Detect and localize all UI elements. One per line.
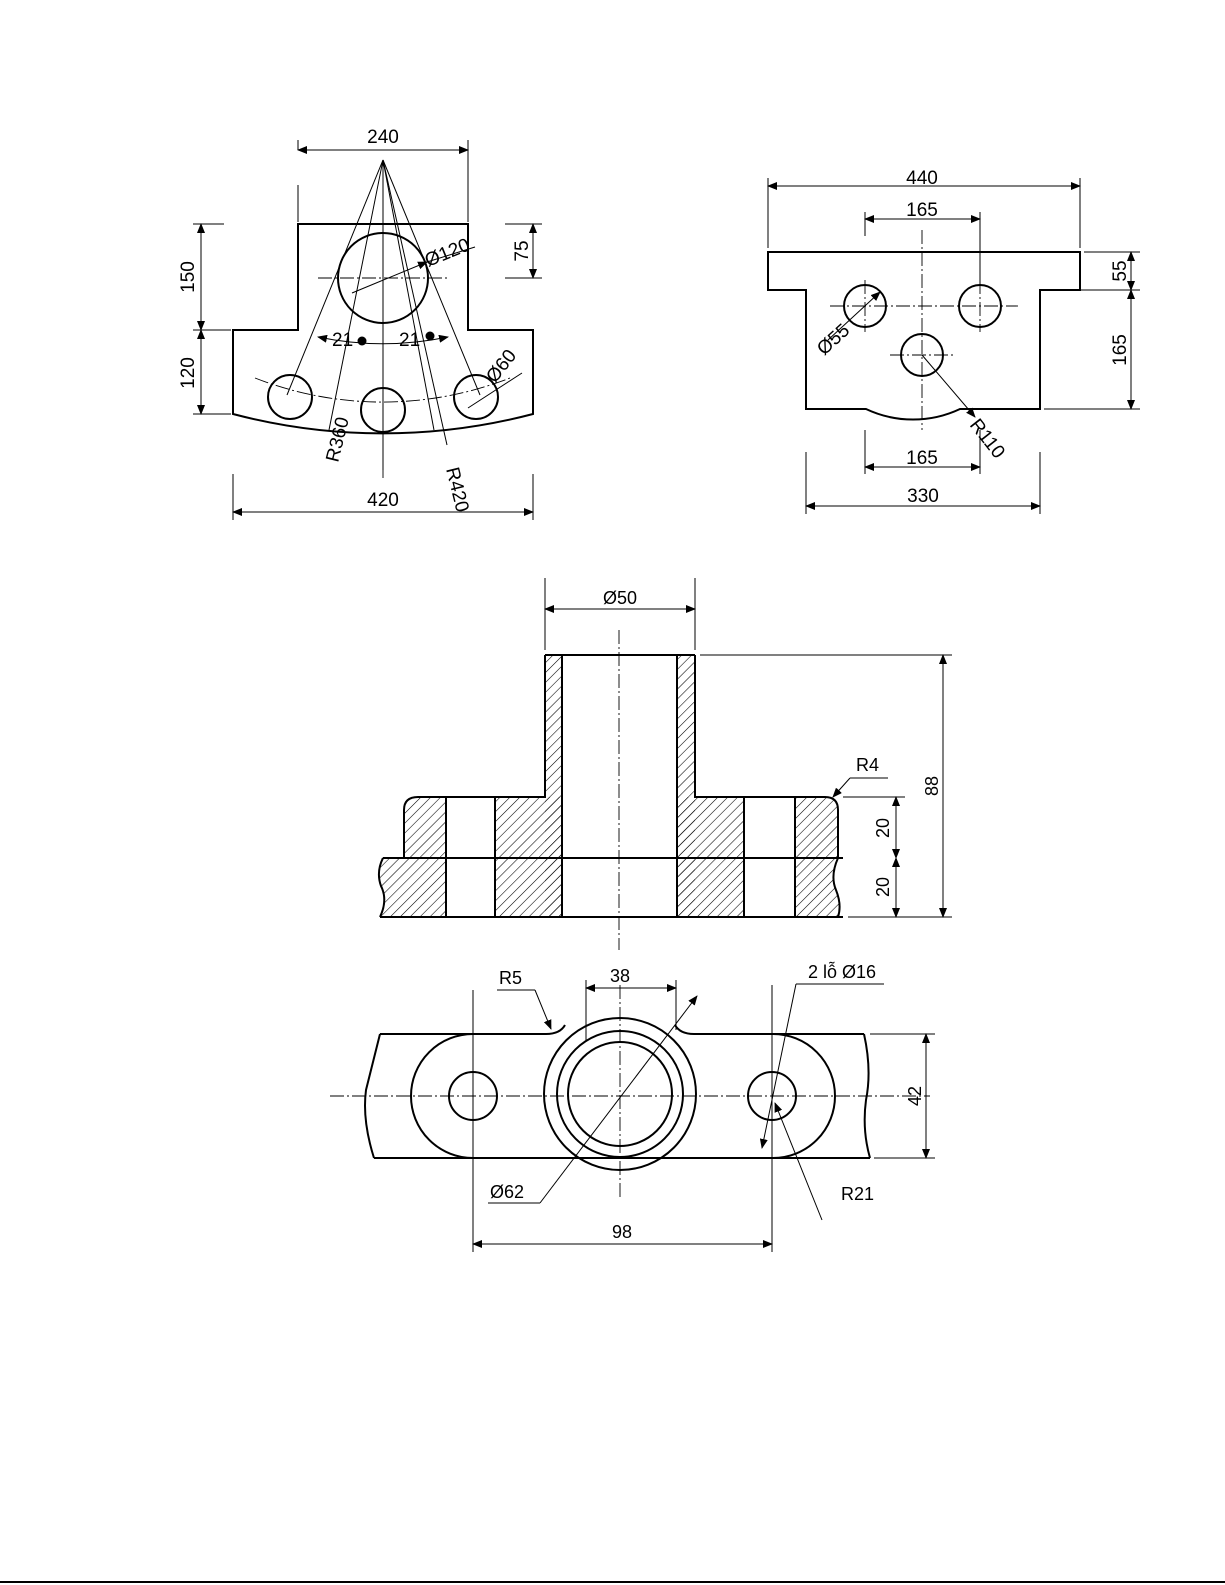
dim-hole-dia: Ø55 — [813, 320, 854, 360]
drawing-plan-view: R5 38 2 lỗ Ø16 42 Ø62 R21 98 — [330, 961, 935, 1252]
dim-arc-radius: R110 — [965, 415, 1009, 463]
small-hole-left — [268, 375, 312, 419]
section-outline — [379, 655, 843, 917]
dim-total-height: 88 — [922, 776, 942, 796]
dim-overall-width: 440 — [906, 168, 938, 189]
dim-lower-height: 120 — [178, 357, 199, 389]
dim-spacing-right: 21 — [399, 330, 420, 351]
dim-hole-offset: 75 — [512, 240, 533, 261]
dim-end-radius: R21 — [841, 1184, 874, 1204]
dim-top-width: 240 — [367, 127, 399, 148]
dim-body-height: 165 — [1110, 334, 1131, 366]
reference-dot — [358, 337, 367, 346]
dim-arc-chord: 165 — [906, 448, 938, 469]
dim-boss-width: 38 — [610, 966, 630, 986]
dim-fillet-r5: R5 — [499, 968, 522, 988]
drawing-fan-plate: 240 150 120 75 Ø120 Ø60 21 21 R360 R420 … — [178, 127, 542, 520]
dim-inner-radius: R360 — [322, 415, 353, 464]
dim-boss-dia: Ø62 — [490, 1182, 524, 1202]
flanged-plate-outline — [768, 252, 1080, 420]
dim-holes-note: 2 lỗ Ø16 — [808, 961, 876, 982]
dim-plate-height: 20 — [873, 877, 893, 897]
dim-bottom-width: 420 — [367, 490, 399, 511]
dim-spacing-left: 21 — [332, 330, 353, 351]
dim-plate-width: 42 — [905, 1086, 925, 1106]
plan-outline — [365, 1018, 870, 1170]
dim-bore-dia: Ø50 — [603, 588, 637, 608]
dim-hole-spacing-top: 165 — [906, 200, 938, 221]
dim-big-hole: Ø120 — [422, 235, 473, 272]
construction-rays — [287, 160, 480, 470]
dim-boss-height: 20 — [873, 818, 893, 838]
hatched-section — [379, 655, 840, 917]
dim-flange-height: 55 — [1110, 260, 1131, 281]
dim-outer-radius: R420 — [441, 465, 472, 514]
dim-body-width: 330 — [907, 486, 939, 507]
dim-upper-height: 150 — [178, 261, 199, 293]
drawing-flanged-plate: 440 165 55 165 Ø55 R110 165 330 — [768, 168, 1140, 514]
drawing-section-view: Ø50 R4 88 20 20 — [379, 578, 952, 950]
dim-small-hole: Ø60 — [482, 346, 521, 387]
dim-fillet-r4: R4 — [856, 755, 879, 775]
reference-dot — [426, 332, 435, 341]
dim-hole-spacing: 98 — [612, 1222, 632, 1242]
